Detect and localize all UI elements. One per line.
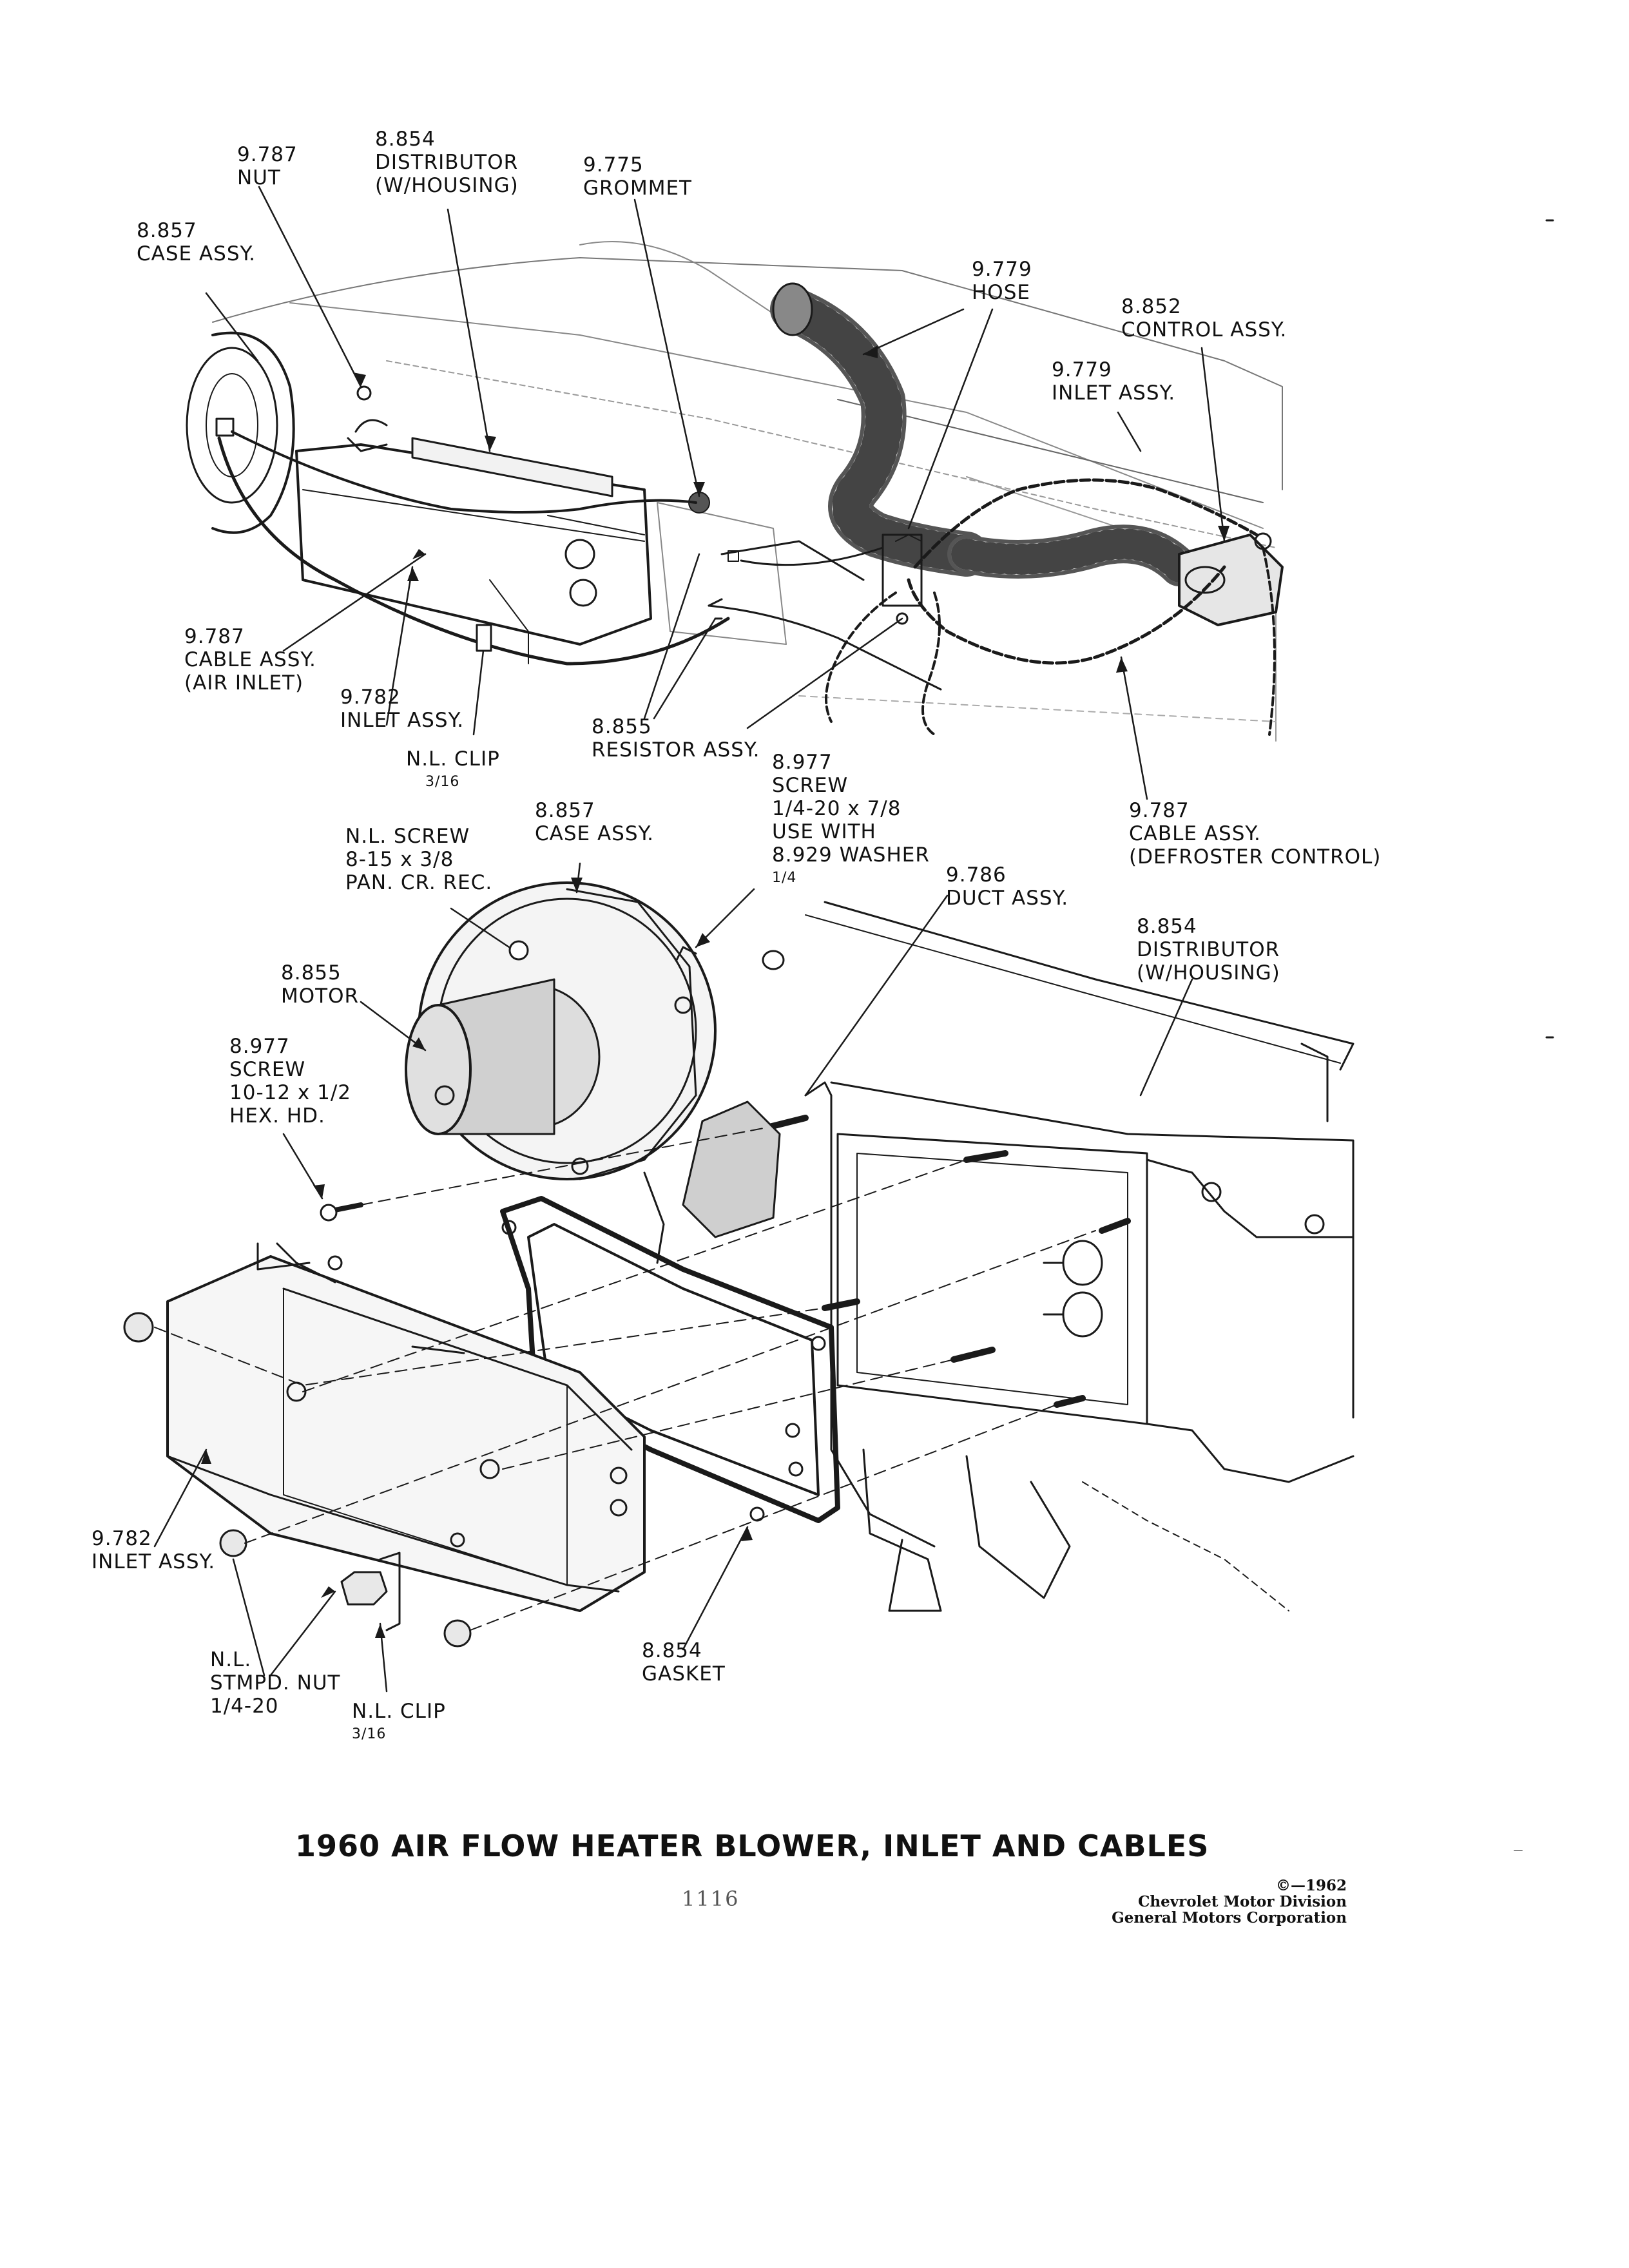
top-installed-assembly [186, 241, 1284, 742]
part-name: HOSE [972, 281, 1030, 304]
part-number: 9.787 [184, 625, 245, 648]
label-nl-screw: N.L. SCREW 8-15 x 3/8 PAN. CR. REC. [345, 825, 492, 894]
bottom-exploded-assembly [123, 881, 1354, 1648]
part-name: INLET ASSY. [92, 1550, 216, 1573]
label-duct: 9.786 DUCT ASSY. [946, 863, 1068, 910]
label-cable-defroster: 9.787 CABLE ASSY. (DEFROSTER CONTROL) [1129, 799, 1381, 869]
part-name: N.L. SCREW [345, 825, 470, 848]
part-number: 9.787 [237, 143, 298, 166]
part-number: 8.977 [229, 1035, 290, 1058]
part-note: (AIR INLET) [184, 671, 304, 695]
part-size: 1/4-20 [210, 1695, 279, 1718]
label-motor: 8.855 MOTOR [281, 961, 359, 1008]
part-name: CABLE ASSY. [184, 648, 316, 671]
copyright-corporation: General Motors Corporation [1112, 1909, 1347, 1927]
part-number: 9.779 [1052, 358, 1112, 381]
part-size: 1/4-20 x 7/8 [772, 797, 901, 820]
part-number: 9.786 [946, 863, 1007, 887]
label-gasket: 8.854 GASKET [642, 1639, 726, 1686]
part-number: 8.854 [642, 1639, 702, 1662]
part-name: DUCT ASSY. [946, 887, 1069, 910]
label-control: 8.852 CONTROL ASSY. [1121, 295, 1287, 341]
label-screw-washer: 8.977 SCREW 1/4-20 x 7/8 USE WITH 8.929 … [772, 751, 930, 890]
part-number: 8.854 [375, 128, 436, 151]
part-note: PAN. CR. REC. [345, 871, 493, 894]
part-name: SCREW [229, 1058, 306, 1081]
label-cable-air: 9.787 CABLE ASSY. (AIR INLET) [184, 625, 316, 695]
part-name: DISTRIBUTOR [375, 151, 519, 174]
label-case-mid: 8.857 CASE ASSY. [535, 799, 654, 845]
label-nut-top: 9.787 NUT [237, 143, 298, 189]
part-note: (W/HOUSING) [375, 174, 519, 197]
part-size: 1/4 [772, 870, 797, 886]
part-note: USE WITH [772, 820, 876, 843]
part-size: 3/16 [352, 1726, 387, 1742]
part-name: N.L. CLIP [352, 1700, 446, 1723]
part-number: 8.854 [1137, 915, 1197, 938]
page-number: 1116 [682, 1887, 740, 1911]
part-number: 8.855 [281, 961, 342, 985]
part-number: 8.852 [1121, 295, 1182, 318]
copyright-year: ©—1962 [1275, 1877, 1347, 1894]
part-number: 9.775 [583, 153, 644, 177]
part-size: 3/16 [425, 774, 460, 790]
part-name: STMPD. NUT [210, 1671, 341, 1695]
part-number: 9.782 [340, 686, 401, 709]
label-distributor-mid: 8.854 DISTRIBUTOR (W/HOUSING) [1137, 915, 1280, 985]
part-name: INLET ASSY. [340, 709, 465, 732]
part-name: N.L. [210, 1648, 252, 1671]
part-number: 8.977 [772, 751, 833, 774]
label-case-top: 8.857 CASE ASSY. [137, 219, 256, 265]
part-name: MOTOR [281, 985, 360, 1008]
label-resistor: 8.855 RESISTOR ASSY. [592, 715, 760, 762]
part-name: RESISTOR ASSY. [592, 738, 760, 762]
part-note: (W/HOUSING) [1137, 961, 1280, 985]
part-number: 8.857 [535, 799, 595, 822]
part-number: 9.779 [972, 258, 1032, 281]
part-size: 10-12 x 1/2 [229, 1081, 352, 1104]
label-inlet-lower: 9.782 INLET ASSY. [92, 1527, 215, 1573]
arrowheads [201, 345, 1229, 1638]
part-name: N.L. CLIP [406, 747, 500, 771]
part-note: (DEFROSTER CONTROL) [1129, 845, 1382, 869]
label-hex-screw: 8.977 SCREW 10-12 x 1/2 HEX. HD. [229, 1035, 351, 1128]
label-clip-lower: N.L. CLIP 3/16 [352, 1700, 446, 1746]
label-inlet-upper-right: 9.779 INLET ASSY. [1052, 358, 1175, 405]
part-note: HEX. HD. [229, 1104, 325, 1128]
label-hose: 9.779 HOSE [972, 258, 1032, 304]
part-name: NUT [237, 166, 281, 189]
label-stmpd-nut: N.L. STMPD. NUT 1/4-20 [210, 1648, 340, 1718]
part-name: DISTRIBUTOR [1137, 938, 1280, 961]
part-name: CASE ASSY. [535, 822, 655, 845]
part-name: INLET ASSY. [1052, 381, 1176, 405]
part-name: GASKET [642, 1662, 726, 1686]
part-name: CABLE ASSY. [1129, 822, 1261, 845]
leader-lines-top [205, 186, 1226, 800]
label-grommet: 9.775 GROMMET [583, 153, 692, 200]
copyright-notice: ©—1962 Chevrolet Motor Division General … [1089, 1878, 1347, 1926]
part-name: SCREW [772, 774, 849, 797]
part-size: 8-15 x 3/8 [345, 848, 454, 871]
copyright-division: Chevrolet Motor Division [1138, 1893, 1347, 1910]
part-name: CONTROL ASSY. [1121, 318, 1287, 341]
part-number: 8.857 [137, 219, 197, 242]
part-number: 9.782 [92, 1527, 152, 1550]
label-clip-top: N.L. CLIP 3/16 [406, 747, 500, 794]
part-name: GROMMET [583, 177, 692, 200]
part-number: 8.855 [592, 715, 652, 738]
part-number: 9.787 [1129, 799, 1190, 822]
label-distributor-top: 8.854 DISTRIBUTOR (W/HOUSING) [375, 128, 519, 197]
label-inlet-top: 9.782 INLET ASSY. [340, 686, 464, 732]
part-name: CASE ASSY. [137, 242, 256, 265]
figure-caption: 1960 AIR FLOW HEATER BLOWER, INLET AND C… [295, 1829, 1210, 1863]
part-note: 8.929 WASHER [772, 843, 930, 867]
